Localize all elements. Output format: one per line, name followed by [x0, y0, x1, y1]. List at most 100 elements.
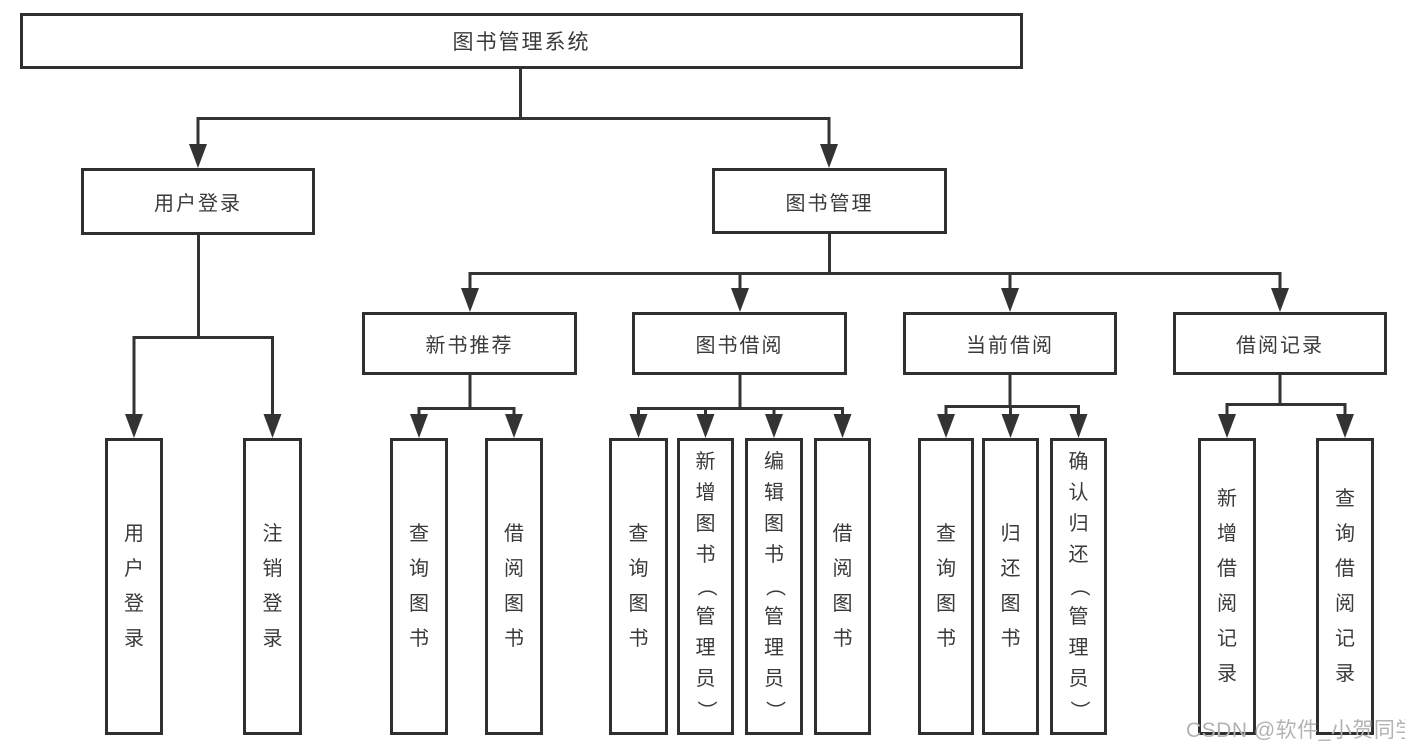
vertical-char: 书 [832, 627, 853, 650]
csdn-watermark: CSDN @软件_小贺同学 [1186, 719, 1405, 742]
vertical-char: 阅 [1217, 592, 1237, 615]
vertical-char: 询 [409, 557, 429, 580]
leaf-user-login: 用户登录 [105, 438, 163, 735]
line-groupC-bar [637, 407, 844, 416]
arrowhead-cb-query [937, 414, 955, 438]
arrowhead-new-book [461, 288, 479, 312]
vertical-char: 查 [628, 522, 649, 545]
vertical-char: ） [763, 700, 786, 721]
vertical-char: 图 [936, 592, 956, 615]
node-new-book-recommend: 新书推荐 [362, 312, 577, 375]
vertical-char: （ [1068, 576, 1090, 597]
vertical-char: 理 [695, 637, 716, 659]
vertical-char: 增 [1217, 522, 1237, 545]
leaf-cb-return-books: 归还图书 [982, 438, 1039, 735]
vertical-char: 还 [1000, 557, 1021, 580]
vertical-char: （ [695, 576, 717, 597]
line-groupE-bar [1225, 403, 1347, 415]
vertical-char: 阅 [832, 557, 853, 580]
vertical-char: 书 [695, 544, 716, 566]
vertical-char: 借 [504, 522, 524, 545]
vertical-char: 录 [124, 627, 144, 650]
line-groupD-bar [944, 405, 1080, 415]
arrowhead-borrow-record [1271, 288, 1289, 312]
vertical-char: 书 [409, 627, 429, 650]
node-borrowing-records: 借阅记录 [1173, 312, 1387, 375]
vertical-char: 新 [1217, 487, 1237, 510]
vertical-char: 增 [695, 482, 716, 504]
vertical-char: 记 [1335, 627, 1355, 650]
line-groupB-bar [417, 407, 516, 416]
vertical-char: 借 [1217, 557, 1237, 580]
vertical-char: 查 [1335, 487, 1355, 510]
vertical-char: 用 [124, 522, 144, 545]
vertical-char: 记 [1217, 627, 1237, 650]
leaf-bb-add-books-admin: 新增图书（管理员） [677, 438, 734, 735]
arrowhead-bb-edit [765, 414, 783, 438]
arrowhead-leaf-login [125, 414, 143, 438]
arrowhead-br-query [1336, 414, 1354, 438]
arrowhead-cb-return [1001, 414, 1020, 438]
vertical-char: 登 [262, 592, 283, 615]
leaf-logout: 注销登录 [243, 438, 302, 735]
vertical-char: 辑 [764, 482, 784, 504]
vertical-char: 借 [1335, 557, 1355, 580]
vertical-char: 查 [936, 522, 956, 545]
vertical-char: 书 [1000, 627, 1021, 650]
vertical-char: 图 [832, 592, 853, 615]
connector-lines [132, 69, 1347, 416]
node-root: 图书管理系统 [20, 13, 1023, 69]
vertical-char: 询 [936, 557, 956, 580]
vertical-char: 登 [124, 592, 144, 615]
vertical-char: 管 [764, 606, 784, 628]
connector-arrowheads [125, 144, 1354, 438]
arrowhead-book-mgmt [820, 144, 838, 168]
vertical-char: 询 [1335, 522, 1355, 545]
leaf-bb-borrow-books: 借阅图书 [814, 438, 871, 735]
arrowhead-bb-borrow [833, 414, 852, 438]
vertical-char: 新 [695, 451, 716, 473]
vertical-char: 销 [262, 557, 283, 580]
vertical-char: 图 [695, 513, 716, 535]
vertical-char: 阅 [504, 557, 524, 580]
vertical-char: 图 [628, 592, 649, 615]
vertical-char: （ [763, 576, 786, 597]
node-current-borrowing: 当前借阅 [903, 312, 1117, 375]
vertical-char: 员 [695, 668, 716, 690]
arrowhead-book-borrow [731, 288, 749, 312]
vertical-char: 还 [1068, 544, 1089, 566]
vertical-char: 借 [832, 522, 853, 545]
leaf-br-query-record: 查询借阅记录 [1316, 438, 1374, 735]
vertical-char: 阅 [1335, 592, 1355, 615]
arrowhead-bb-add [696, 414, 715, 438]
vertical-char: 录 [262, 627, 283, 650]
arrowhead-nb-query [410, 414, 428, 438]
vertical-char: 确 [1068, 451, 1089, 473]
leaf-nb-query-books: 查询图书 [390, 438, 448, 735]
vertical-char: ） [1068, 700, 1090, 721]
vertical-char: 户 [124, 557, 144, 580]
vertical-char: 书 [764, 544, 784, 566]
vertical-char: 图 [1000, 592, 1021, 615]
arrowhead-current-borrow [1001, 288, 1019, 312]
leaf-bb-query-books: 查询图书 [609, 438, 668, 735]
line-level1-bar [196, 117, 831, 146]
line-level2-bar [468, 272, 1282, 290]
arrowhead-cb-confirm [1069, 414, 1088, 438]
arrowhead-user-login [189, 144, 207, 168]
vertical-char: 注 [262, 522, 283, 545]
leaf-cb-confirm-return-admin: 确认归还（管理员） [1050, 438, 1107, 735]
vertical-char: 编 [764, 451, 784, 473]
vertical-char: 图 [504, 592, 524, 615]
vertical-char: 书 [936, 627, 956, 650]
vertical-char: 管 [695, 606, 716, 628]
leaf-cb-query-books: 查询图书 [918, 438, 974, 735]
arrowhead-bb-query [629, 414, 648, 438]
vertical-char: 图 [764, 513, 784, 535]
vertical-char: 理 [764, 637, 784, 659]
vertical-char: 管 [1068, 606, 1089, 628]
vertical-char: 图 [409, 592, 429, 615]
node-book-management: 图书管理 [712, 168, 947, 234]
